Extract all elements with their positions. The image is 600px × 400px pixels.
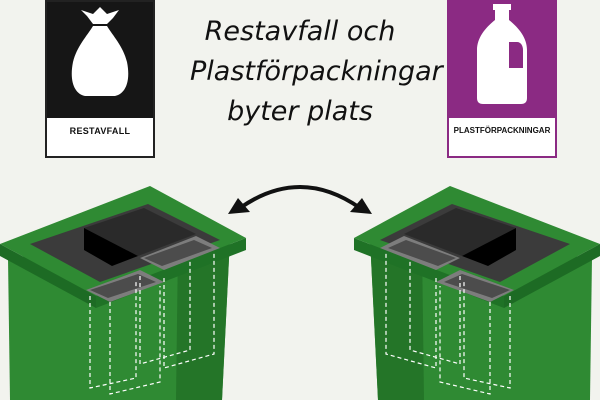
right-recycling-bin xyxy=(354,186,600,400)
headline-line-1: Restavfall och xyxy=(204,16,396,47)
left-recycling-bin xyxy=(0,186,246,400)
restavfall-icon-panel xyxy=(47,2,153,118)
headline: Restavfall och Plastförpackningar byter … xyxy=(190,12,443,132)
restavfall-label-card: RESTAVFALL xyxy=(45,0,155,158)
trash-bag-icon xyxy=(71,7,129,96)
plastforpackningar-icon-panel xyxy=(449,2,555,118)
plastforpackningar-label-text: PLASTFÖRPACKNINGAR xyxy=(453,126,551,135)
double-arrow-icon xyxy=(228,185,372,214)
plastic-bottle-icon xyxy=(477,4,527,104)
headline-line-2: Plastförpackningar xyxy=(190,56,443,87)
restavfall-label-text: RESTAVFALL xyxy=(69,126,131,136)
headline-line-3: byter plats xyxy=(227,96,373,127)
plastforpackningar-label-card: PLASTFÖRPACKNINGAR xyxy=(447,0,557,158)
